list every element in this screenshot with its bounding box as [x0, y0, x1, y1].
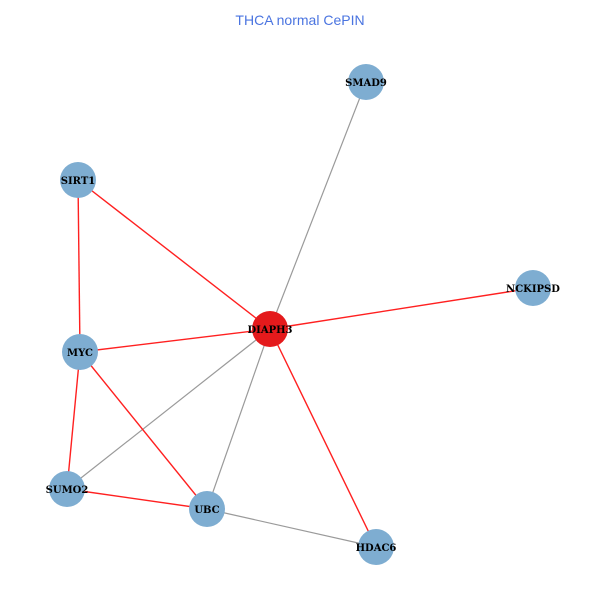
- edge-myc-ubc: [79, 351, 208, 510]
- node-label: SMAD9: [345, 78, 387, 89]
- node-label: DIAPH3: [247, 325, 292, 336]
- node-circle: [189, 491, 225, 527]
- node-ubc[interactable]: UBC: [189, 491, 225, 527]
- node-label: SIRT1: [61, 176, 95, 187]
- node-circle: [252, 311, 288, 347]
- node-sumo2[interactable]: SUMO2: [46, 471, 89, 507]
- node-circle: [60, 162, 96, 198]
- node-smad9[interactable]: SMAD9: [345, 64, 387, 100]
- edge-myc-diaph3: [79, 328, 271, 353]
- node-label: HDAC6: [356, 543, 397, 554]
- edge-sumo2-ubc: [66, 488, 208, 510]
- node-circle: [62, 334, 98, 370]
- node-label: SUMO2: [46, 485, 89, 496]
- node-diaph3[interactable]: DIAPH3: [247, 311, 293, 347]
- node-circle: [358, 529, 394, 565]
- node-nckipsd[interactable]: NCKIPSD: [506, 270, 560, 306]
- node-circle: [49, 471, 85, 507]
- edge-diaph3-nckipsd: [269, 287, 534, 330]
- node-label: MYC: [67, 348, 93, 359]
- node-myc[interactable]: MYC: [62, 334, 98, 370]
- edge-sirt1-diaph3: [77, 179, 271, 330]
- edge-ubc-hdac6: [206, 508, 377, 548]
- node-label: NCKIPSD: [506, 284, 560, 295]
- edge-diaph3-smad9: [269, 81, 367, 330]
- edge-diaph3-hdac6: [269, 328, 377, 548]
- node-sirt1[interactable]: SIRT1: [60, 162, 96, 198]
- edge-sirt1-myc: [77, 179, 81, 353]
- node-label: UBC: [194, 505, 219, 516]
- node-circle: [348, 64, 384, 100]
- edge-diaph3-ubc: [206, 328, 271, 510]
- node-hdac6[interactable]: HDAC6: [356, 529, 397, 565]
- edge-diaph3-sumo2: [66, 328, 271, 490]
- node-circle: [515, 270, 551, 306]
- edge-myc-sumo2: [66, 351, 81, 490]
- chart-title: THCA normal CePIN: [235, 12, 365, 28]
